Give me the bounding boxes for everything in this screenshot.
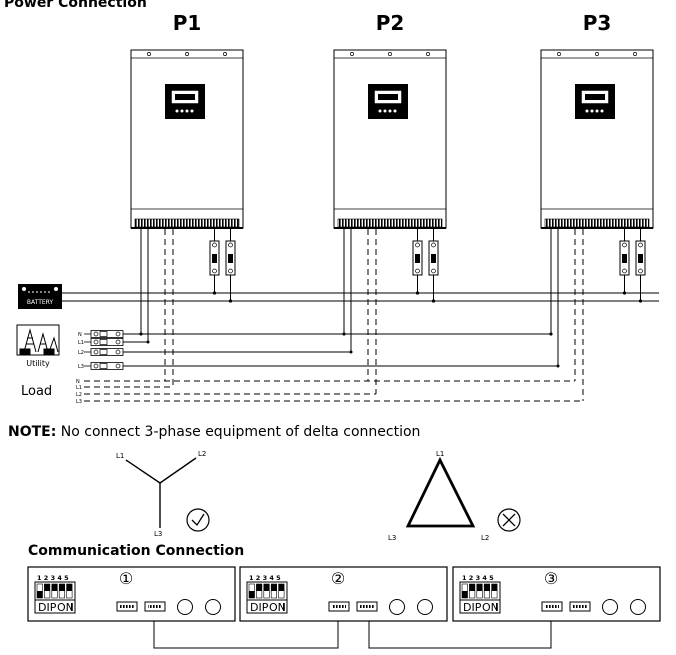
ac-input-wiring <box>343 229 352 352</box>
unit-label-p1: P1 <box>173 11 202 35</box>
round-port[interactable] <box>602 599 618 615</box>
x-circle-icon <box>497 508 521 532</box>
dip-label: DIP <box>463 601 482 614</box>
board-number: ③ <box>544 569 558 588</box>
load-label: Load <box>21 384 52 399</box>
dc-breaker <box>209 229 220 295</box>
dc-breaker <box>619 229 630 295</box>
wye-diagram <box>125 457 197 528</box>
round-port[interactable] <box>417 599 433 615</box>
comm-port[interactable] <box>541 601 563 612</box>
load-line-label: L1 <box>76 385 82 391</box>
comm-port[interactable] <box>144 601 166 612</box>
board-number: ① <box>119 569 133 588</box>
comm-cables <box>153 621 552 649</box>
ac-output-wiring <box>574 229 584 401</box>
check-circle-icon <box>186 508 210 532</box>
dip-numbers: 1 2 3 4 5 <box>249 574 281 582</box>
communication-connection-title: Communication Connection <box>28 543 244 559</box>
wye-label-l2: L2 <box>198 450 206 458</box>
comm-port[interactable] <box>328 601 350 612</box>
on-label: ON <box>269 601 286 614</box>
ac-input-wiring <box>550 229 559 366</box>
battery: BATTERY <box>18 284 62 309</box>
utility-breaker <box>90 348 124 356</box>
ac-output-wiring <box>164 229 174 387</box>
utility-breaker <box>90 362 124 370</box>
on-label: ON <box>482 601 499 614</box>
battery-label: BATTERY <box>27 299 54 306</box>
comm-port[interactable] <box>356 601 378 612</box>
dc-breaker <box>225 229 236 303</box>
inverter-unit-p1: P1 <box>130 11 244 387</box>
delta-label-l1: L1 <box>436 450 444 458</box>
dip-numbers: 1 2 3 4 5 <box>462 574 494 582</box>
comm-port[interactable] <box>569 601 591 612</box>
round-port[interactable] <box>389 599 405 615</box>
delta-diagram <box>405 456 476 528</box>
dip-label: DIP <box>38 601 57 614</box>
power-connection-title: Power Connection <box>4 0 147 11</box>
dc-breaker <box>412 229 423 295</box>
utility-line-label: L3 <box>78 364 84 370</box>
round-port[interactable] <box>177 599 193 615</box>
load-line-label: L2 <box>76 392 82 398</box>
dip-numbers: 1 2 3 4 5 <box>37 574 69 582</box>
utility-label: Utility <box>26 359 50 368</box>
dip-switch[interactable] <box>34 581 76 601</box>
round-port[interactable] <box>205 599 221 615</box>
utility-line-label: L2 <box>78 350 84 356</box>
unit-label-p3: P3 <box>583 11 612 35</box>
delta-label-l3: L3 <box>388 534 396 542</box>
utility-icon <box>16 324 60 356</box>
utility-line-label: L1 <box>78 340 84 346</box>
delta-note: NOTE: No connect 3-phase equipment of de… <box>8 424 420 440</box>
dc-breaker <box>635 229 646 303</box>
delta-label-l2: L2 <box>481 534 489 542</box>
battery-bus <box>62 292 659 302</box>
comm-port[interactable] <box>116 601 138 612</box>
note-prefix: NOTE: <box>8 424 57 440</box>
wye-label-l3: L3 <box>154 530 162 538</box>
inverter-unit-p2: P2 <box>333 11 447 394</box>
utility-breaker <box>90 338 124 346</box>
dip-switch[interactable] <box>246 581 288 601</box>
note-text: No connect 3-phase equipment of delta co… <box>56 424 421 440</box>
load-line-label: N <box>76 379 80 385</box>
dip-label: DIP <box>250 601 269 614</box>
inverter-unit-p3: P3 <box>540 11 654 401</box>
dip-switch[interactable] <box>459 581 501 601</box>
wye-label-l1: L1 <box>116 452 124 460</box>
board-number: ② <box>331 569 345 588</box>
dc-breaker <box>428 229 439 303</box>
utility-bus <box>123 333 558 367</box>
ac-output-wiring <box>367 229 377 394</box>
ac-input-wiring <box>140 229 149 342</box>
load-line-label: L3 <box>76 399 82 405</box>
round-port[interactable] <box>630 599 646 615</box>
utility-breaker <box>90 330 124 338</box>
utility-line-label: N <box>78 332 82 338</box>
unit-label-p2: P2 <box>376 11 405 35</box>
on-label: ON <box>57 601 74 614</box>
